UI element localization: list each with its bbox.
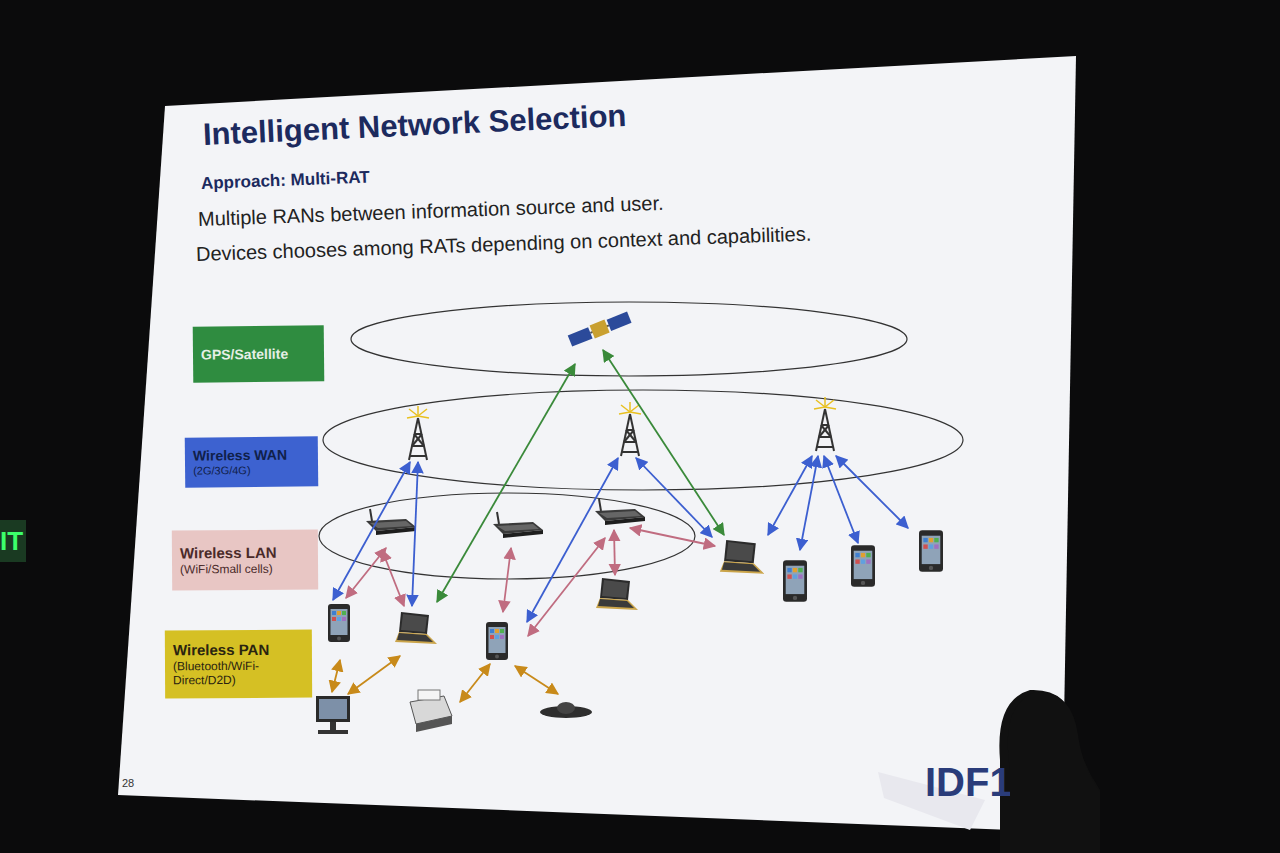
- layer-technologies: (WiFi/Small cells): [180, 561, 310, 576]
- blue-wan-links: [836, 456, 908, 528]
- pan-peripherals: [418, 690, 440, 700]
- wifi-routers: [595, 499, 645, 525]
- layer-name: Wireless LAN: [180, 543, 310, 562]
- satellite-icon: [590, 320, 610, 339]
- pan-peripherals: [319, 699, 347, 719]
- presenter-silhouette: [1008, 692, 1100, 853]
- cell-towers: [407, 406, 429, 460]
- pan-peripherals: [557, 702, 575, 714]
- satellite-icon: [568, 327, 593, 346]
- orange-pan-links: [332, 660, 340, 692]
- exit-sign-text: IT: [0, 526, 23, 557]
- green-satellite-links: [603, 350, 724, 535]
- projected-slide: [118, 56, 1076, 832]
- pan-peripherals: [330, 722, 336, 730]
- user-devices: [720, 540, 764, 574]
- orange-pan-links: [332, 656, 558, 702]
- wifi-routers: [366, 499, 645, 538]
- pink-wlan-links: [382, 550, 404, 606]
- pink-wlan-links: [630, 528, 715, 546]
- cell-towers: [814, 397, 836, 451]
- green-satellite-links: [437, 350, 724, 602]
- exit-sign: [0, 520, 26, 562]
- pink-wlan-links: [503, 548, 511, 612]
- network-layer-ellipses: [351, 302, 907, 376]
- user-devices: [486, 622, 508, 660]
- wifi-routers: [366, 509, 416, 535]
- event-logo: IDF1: [925, 760, 1012, 805]
- wifi-routers: [493, 512, 543, 538]
- pan-peripherals: [318, 730, 348, 734]
- layer-name: GPS/Satellite: [201, 345, 316, 363]
- blue-wan-links: [636, 458, 712, 537]
- user-devices: [919, 530, 943, 571]
- user-devices: [596, 578, 638, 610]
- pink-wlan-links: [528, 538, 605, 636]
- green-satellite-links: [437, 364, 575, 602]
- orange-pan-links: [348, 656, 400, 694]
- cell-towers: [407, 397, 836, 460]
- blue-wan-links: [412, 462, 418, 606]
- presenter-silhouette: [999, 690, 1100, 853]
- user-devices: [328, 604, 350, 642]
- pan-peripherals: [316, 696, 350, 722]
- network-layer-box: Wireless PAN(Bluetooth/WiFi- Direct/D2D): [165, 630, 312, 699]
- user-devices: [395, 612, 437, 644]
- network-layer-box: Wireless LAN(WiFi/Small cells): [172, 529, 318, 590]
- blue-wan-links: [800, 456, 818, 550]
- orange-pan-links: [460, 664, 490, 702]
- blue-wan-links: [824, 456, 858, 543]
- user-devices: [328, 530, 943, 660]
- orange-pan-links: [515, 666, 558, 694]
- layer-name: Wireless PAN: [173, 640, 304, 659]
- pan-peripherals: [416, 716, 452, 732]
- layer-technologies: (2G/3G/4G): [193, 463, 310, 477]
- satellite-icon: [567, 311, 632, 348]
- network-layer-box: Wireless WAN(2G/3G/4G): [185, 436, 319, 487]
- network-layer-ellipses: [319, 493, 695, 579]
- pink-wlan-links: [614, 530, 615, 575]
- network-layer-ellipses: [323, 390, 963, 490]
- pink-wlan-links: [346, 548, 386, 598]
- layer-name: Wireless WAN: [193, 446, 310, 464]
- slide-number: 28: [122, 777, 134, 789]
- blue-wan-links: [333, 462, 410, 600]
- user-devices: [783, 560, 807, 601]
- network-layer-box: GPS/Satellite: [193, 325, 325, 382]
- blue-wan-links: [333, 456, 908, 622]
- user-devices: [851, 545, 875, 586]
- layer-technologies: (Bluetooth/WiFi- Direct/D2D): [173, 658, 304, 687]
- pan-peripherals: [316, 690, 592, 734]
- satellite-icon: [607, 312, 632, 331]
- cell-towers: [619, 402, 641, 456]
